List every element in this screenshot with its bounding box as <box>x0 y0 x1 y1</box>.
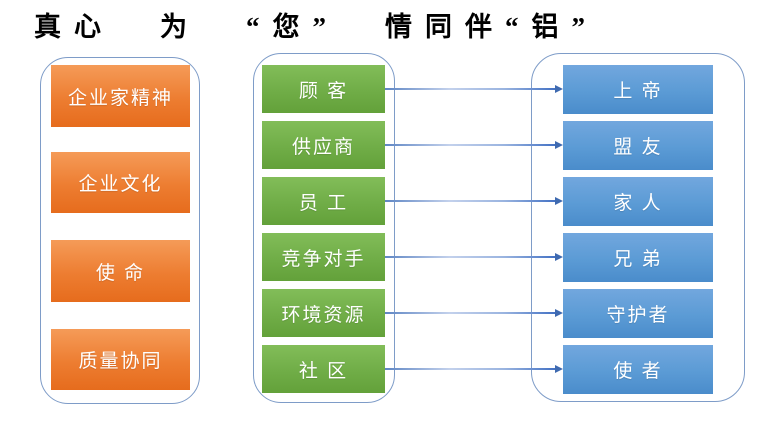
right-box-brother: 兄 弟 <box>563 233 713 282</box>
connector-arrow-competitor-brother <box>385 253 563 261</box>
connector-arrow-supplier-ally <box>385 141 563 149</box>
right-box-god: 上 帝 <box>563 65 713 114</box>
connector-arrow-employee-family <box>385 197 563 205</box>
right-box-family: 家 人 <box>563 177 713 226</box>
middle-box-employee: 员 工 <box>262 177 385 225</box>
left-box-quality-synergy: 质量协同 <box>51 329 190 390</box>
left-box-entrepreneur-spirit: 企业家精神 <box>51 65 190 127</box>
connector-arrow-customer-god <box>385 85 563 93</box>
title-part-1: 真心 <box>34 11 114 42</box>
title-part-2: 为 <box>160 11 200 42</box>
left-box-mission: 使 命 <box>51 240 190 302</box>
left-box-corporate-culture: 企业文化 <box>51 152 190 213</box>
middle-box-supplier: 供应商 <box>262 121 385 169</box>
middle-box-environment: 环境资源 <box>262 289 385 337</box>
title-part-4: 情同伴“铝” <box>385 11 598 42</box>
connector-arrow-community-messenger <box>385 365 563 373</box>
middle-box-competitor: 竞争对手 <box>262 233 385 281</box>
right-box-ally: 盟 友 <box>563 121 713 170</box>
connector-arrow-environment-guardian <box>385 309 563 317</box>
middle-box-community: 社 区 <box>262 345 385 393</box>
slide-title: 真心 为 “您” 情同伴“铝” <box>34 6 598 42</box>
title-part-3: “您” <box>246 11 339 42</box>
middle-box-customer: 顾 客 <box>262 65 385 113</box>
right-box-guardian: 守护者 <box>563 289 713 338</box>
right-box-messenger: 使 者 <box>563 345 713 394</box>
